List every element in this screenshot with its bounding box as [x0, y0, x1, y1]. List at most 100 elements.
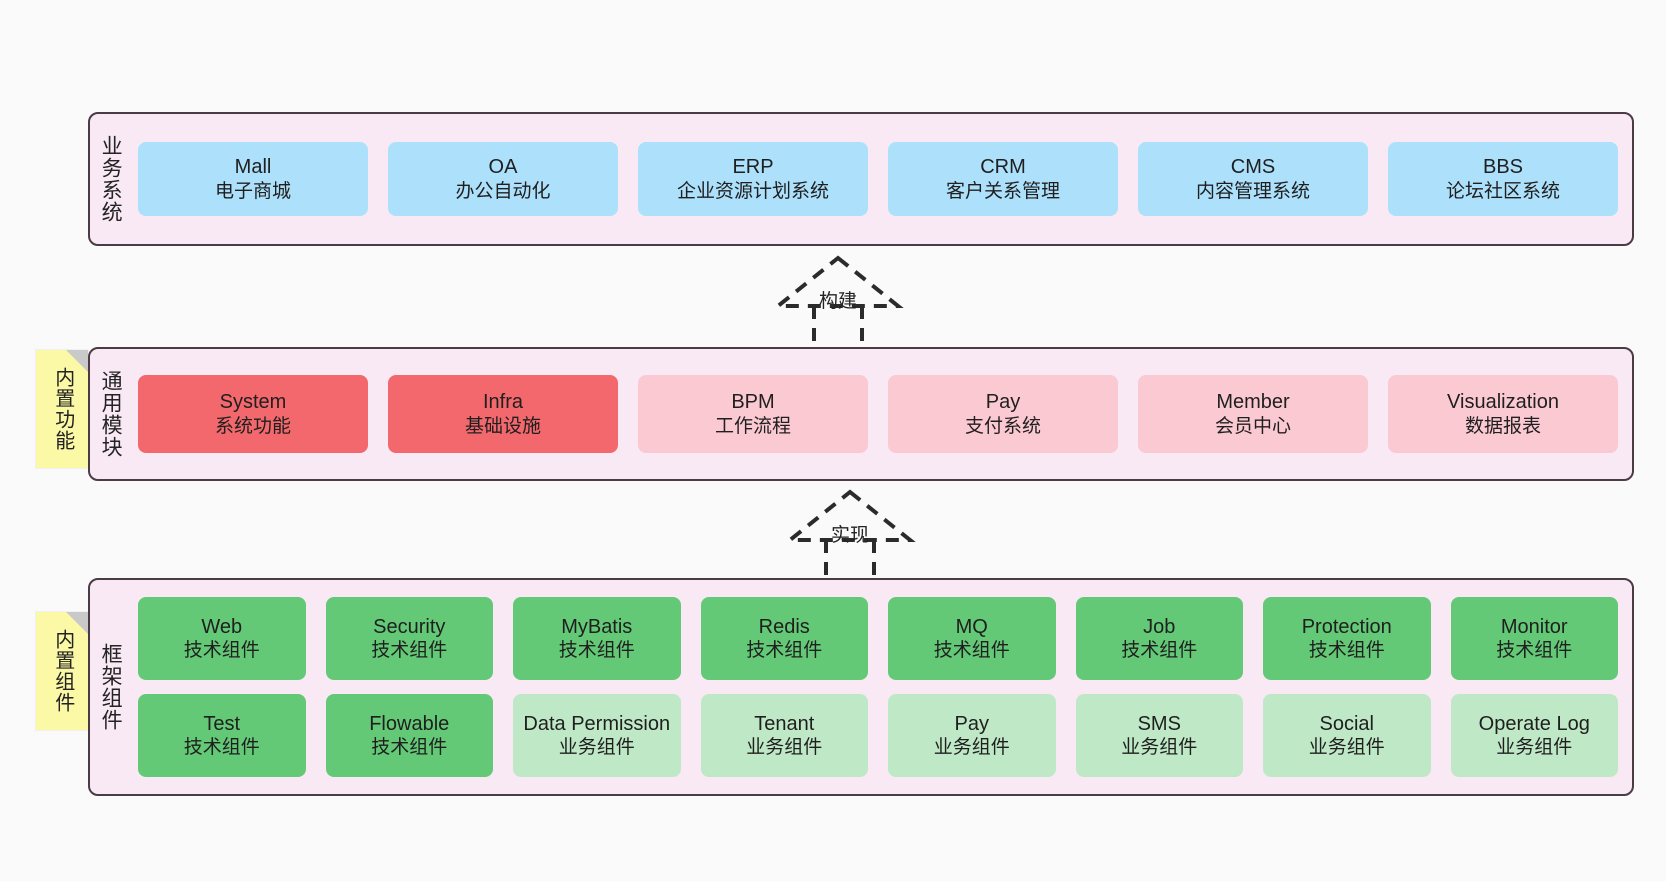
node-label-en: Visualization — [1447, 391, 1559, 414]
node-label-en: System — [219, 391, 287, 414]
node-label-en: Test — [203, 712, 241, 735]
node-row: Mall 电子商城 OA 办公自动化 ERP 企业资源计划系统 CRM 客户关系… — [138, 142, 1618, 216]
node-label-cn: 业务组件 — [1496, 737, 1573, 759]
node-label-cn: 电子商城 — [214, 180, 291, 202]
node-bbs[interactable]: BBS 论坛社区系统 — [1388, 142, 1618, 216]
node-label-cn: 办公自动化 — [455, 180, 551, 202]
node-label-en: Redis — [758, 615, 810, 638]
node-mybatis[interactable]: MyBatis 技术组件 — [513, 597, 681, 680]
node-label-cn: 技术组件 — [371, 640, 448, 662]
node-sms[interactable]: SMS 业务组件 — [1075, 694, 1243, 777]
node-oa[interactable]: OA 办公自动化 — [388, 142, 618, 216]
node-label-en: Operate Log — [1478, 712, 1590, 735]
generalization-arrow-build: 构建 — [748, 252, 928, 352]
node-mall[interactable]: Mall 电子商城 — [138, 142, 368, 216]
layer-title-framework-component: 框架组件 — [99, 643, 123, 731]
node-label-cn: 技术组件 — [1308, 640, 1385, 662]
node-label-en: Protection — [1301, 615, 1392, 638]
layer-business-system: 业务系统 Mall 电子商城 OA 办公自动化 ERP 企业资源计划系统 CRM… — [88, 112, 1634, 246]
node-label-en: Pay — [985, 391, 1021, 414]
layer-title-common-module: 通用模块 — [99, 370, 123, 458]
node-cms[interactable]: CMS 内容管理系统 — [1138, 142, 1368, 216]
generalization-arrow-realize: 实现 — [760, 486, 940, 586]
node-row: Web 技术组件 Security 技术组件 MyBatis 技术组件 Redi… — [138, 597, 1618, 680]
node-label-cn: 技术组件 — [746, 640, 823, 662]
node-label-en: Tenant — [754, 712, 815, 735]
node-visualization[interactable]: Visualization 数据报表 — [1388, 375, 1618, 453]
node-label-en: Infra — [482, 391, 524, 414]
layer-framework-component: 框架组件 Web 技术组件 Security 技术组件 MyBatis 技术组件… — [88, 578, 1634, 796]
node-mq[interactable]: MQ 技术组件 — [888, 597, 1056, 680]
node-data-permission[interactable]: Data Permission 业务组件 — [513, 694, 681, 777]
node-label-en: BPM — [731, 391, 775, 414]
layer-body-framework-component: Web 技术组件 Security 技术组件 MyBatis 技术组件 Redi… — [130, 580, 1632, 794]
sticky-tag-label: 内置组件 — [51, 629, 74, 713]
node-label-en: OA — [488, 156, 518, 179]
node-label-cn: 技术组件 — [183, 737, 260, 759]
node-label-cn: 工作流程 — [714, 415, 791, 437]
node-protection[interactable]: Protection 技术组件 — [1263, 597, 1431, 680]
node-label-cn: 论坛社区系统 — [1445, 180, 1560, 202]
node-redis[interactable]: Redis 技术组件 — [700, 597, 868, 680]
node-label-en: BBS — [1482, 156, 1524, 179]
node-label-cn: 技术组件 — [1121, 640, 1198, 662]
node-label-en: Web — [201, 615, 243, 638]
node-label-en: ERP — [732, 156, 774, 179]
node-label-cn: 支付系统 — [964, 415, 1041, 437]
node-label-cn: 业务组件 — [558, 737, 635, 759]
sticky-tag-label: 内置功能 — [51, 367, 74, 451]
node-security[interactable]: Security 技术组件 — [325, 597, 493, 680]
node-infra[interactable]: Infra 基础设施 — [388, 375, 618, 453]
node-monitor[interactable]: Monitor 技术组件 — [1450, 597, 1618, 680]
layer-body-business-system: Mall 电子商城 OA 办公自动化 ERP 企业资源计划系统 CRM 客户关系… — [130, 114, 1632, 244]
node-social[interactable]: Social 业务组件 — [1263, 694, 1431, 777]
node-member[interactable]: Member 会员中心 — [1138, 375, 1368, 453]
node-label-cn: 业务组件 — [933, 737, 1010, 759]
node-erp[interactable]: ERP 企业资源计划系统 — [638, 142, 868, 216]
node-label-en: Pay — [954, 712, 989, 735]
node-label-cn: 业务组件 — [1308, 737, 1385, 759]
arrow-label-build: 构建 — [818, 291, 858, 312]
node-job[interactable]: Job 技术组件 — [1075, 597, 1243, 680]
node-pay-module[interactable]: Pay 支付系统 — [888, 375, 1118, 453]
node-label-en: Social — [1319, 712, 1374, 735]
node-flowable[interactable]: Flowable 技术组件 — [325, 694, 493, 777]
node-system[interactable]: System 系统功能 — [138, 375, 368, 453]
node-label-en: CMS — [1230, 156, 1276, 179]
node-crm[interactable]: CRM 客户关系管理 — [888, 142, 1118, 216]
layer-body-common-module: System 系统功能 Infra 基础设施 BPM 工作流程 Pay 支付系统… — [130, 349, 1632, 479]
node-label-cn: 会员中心 — [1214, 415, 1291, 437]
layer-title-business-system: 业务系统 — [99, 135, 123, 223]
node-label-cn: 技术组件 — [933, 640, 1010, 662]
node-web[interactable]: Web 技术组件 — [138, 597, 306, 680]
node-label-cn: 业务组件 — [1121, 737, 1198, 759]
node-row: Test 技术组件 Flowable 技术组件 Data Permission … — [138, 694, 1618, 777]
node-tenant[interactable]: Tenant 业务组件 — [700, 694, 868, 777]
node-label-cn: 技术组件 — [371, 737, 448, 759]
node-label-cn: 技术组件 — [558, 640, 635, 662]
sticky-tag-builtin-component: 内置组件 — [36, 612, 88, 730]
node-label-en: MQ — [955, 615, 988, 638]
node-label-en: Flowable — [369, 712, 450, 735]
node-label-cn: 企业资源计划系统 — [676, 180, 829, 202]
sticky-tag-builtin-function: 内置功能 — [36, 350, 88, 468]
node-label-en: Monitor — [1500, 615, 1568, 638]
node-label-en: Mall — [234, 156, 272, 179]
node-test[interactable]: Test 技术组件 — [138, 694, 306, 777]
layer-common-module: 通用模块 System 系统功能 Infra 基础设施 BPM 工作流程 Pay… — [88, 347, 1634, 481]
node-label-cn: 系统功能 — [214, 415, 291, 437]
node-pay-component[interactable]: Pay 业务组件 — [888, 694, 1056, 777]
node-label-en: CRM — [980, 156, 1026, 179]
node-label-cn: 客户关系管理 — [945, 180, 1060, 202]
node-bpm[interactable]: BPM 工作流程 — [638, 375, 868, 453]
node-label-cn: 数据报表 — [1464, 415, 1541, 437]
node-label-en: MyBatis — [561, 615, 633, 638]
node-label-cn: 业务组件 — [746, 737, 823, 759]
node-label-cn: 技术组件 — [183, 640, 260, 662]
node-row: System 系统功能 Infra 基础设施 BPM 工作流程 Pay 支付系统… — [138, 375, 1618, 453]
node-label-en: Data Permission — [523, 712, 671, 735]
node-operate-log[interactable]: Operate Log 业务组件 — [1450, 694, 1618, 777]
node-label-cn: 内容管理系统 — [1195, 180, 1310, 202]
node-label-en: Member — [1216, 391, 1290, 414]
